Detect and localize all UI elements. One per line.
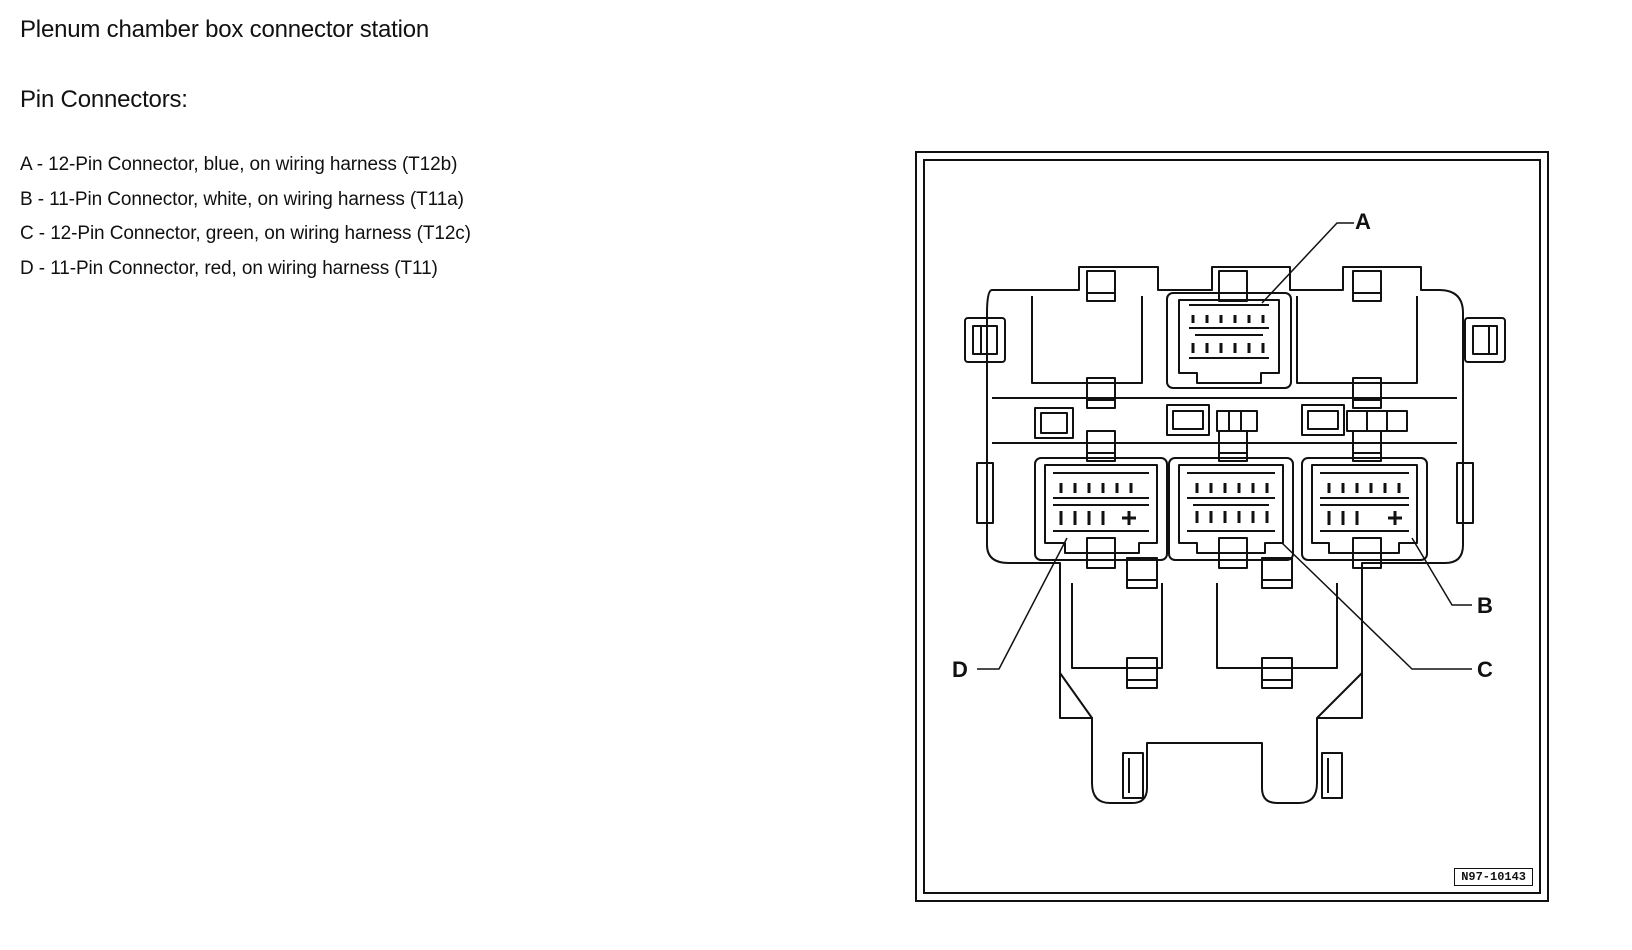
upper-left-compartment (1031, 296, 1143, 384)
figure-inner-border (923, 159, 1541, 894)
connector-a (1166, 292, 1292, 389)
middle-divider (992, 397, 1457, 444)
legend-item-d: D - 11-Pin Connector, red, on wiring har… (20, 257, 438, 279)
legend-item-c: C - 12-Pin Connector, green, on wiring h… (20, 223, 471, 244)
callout-b: B (1477, 593, 1493, 618)
leader-d (977, 537, 1068, 670)
left-side-clip (976, 462, 994, 524)
lower-lobe-edge (1059, 672, 1363, 719)
callout-a: A (1355, 209, 1371, 234)
connector-b (1301, 457, 1428, 561)
housing-outline (986, 266, 1464, 804)
connector-d (1034, 457, 1168, 561)
upper-right-compartment (1296, 296, 1418, 384)
right-side-clip (1456, 462, 1474, 524)
callout-d: D (952, 657, 968, 682)
leader-b (1411, 537, 1472, 606)
callout-c: C (1477, 657, 1493, 682)
connector-c (1168, 457, 1294, 561)
left-latch (964, 317, 1006, 363)
lower-lobe-inner (1071, 583, 1338, 669)
legend-item-a: A - 12-Pin Connector, blue, on wiring ha… (20, 154, 458, 175)
figure-id-label: N97-10143 (1454, 868, 1533, 886)
callout-leaders (977, 222, 1472, 670)
connector-station-figure: A B C D N97-10143 (915, 151, 1549, 902)
page-title: Plenum chamber box connector station (20, 16, 430, 43)
connector-station-drawing (964, 222, 1506, 804)
legend-item-b: B - 11-Pin Connector, white, on wiring h… (20, 188, 464, 210)
connector-legend: A - 12-Pin Connector, blue, on wiring ha… (20, 148, 471, 286)
section-heading-pin-connectors: Pin Connectors: (20, 86, 188, 113)
leader-a (1261, 222, 1354, 304)
right-latch (1464, 317, 1506, 363)
leader-c (1281, 542, 1472, 670)
